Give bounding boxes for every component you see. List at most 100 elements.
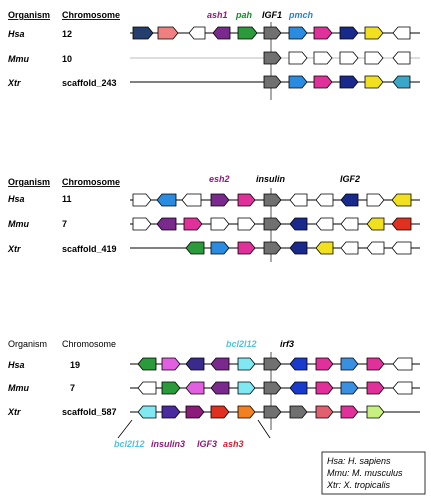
gene-arrow <box>366 357 385 371</box>
gene-arrow <box>237 241 256 255</box>
gene-label-bcl2l12: bcl2l12 <box>226 339 257 349</box>
gene-arrow <box>183 217 203 231</box>
gene-arrow <box>339 51 359 65</box>
chromosome-value: 7 <box>62 219 67 229</box>
gene-arrow <box>212 26 231 40</box>
gene-arrow <box>210 193 230 207</box>
gene-arrow <box>392 381 413 395</box>
chromosome-value: 11 <box>62 194 72 204</box>
gene-label-insulin: insulin <box>256 174 286 184</box>
gene-arrow <box>289 405 308 419</box>
gene-arrow <box>366 241 385 255</box>
gene-arrow <box>289 241 308 255</box>
gene-arrow <box>366 381 385 395</box>
gene-arrow <box>315 405 334 419</box>
species-legend: Hsa: H. sapiens Mmu: M. musculus Xtr: X.… <box>321 451 426 495</box>
gene-arrow <box>132 193 152 207</box>
gene-arrow <box>263 357 282 371</box>
gene-label-esh2: esh2 <box>209 174 230 184</box>
gene-arrow <box>181 193 202 207</box>
gene-arrow <box>315 381 334 395</box>
chromosome-value: scaffold_243 <box>62 78 117 88</box>
bottom-label-insulin3: insulin3 <box>151 439 185 449</box>
gene-label-irf3: irf3 <box>280 339 294 349</box>
gene-arrow <box>366 405 385 419</box>
bracket-line <box>257 419 271 439</box>
chromosome-value: scaffold_419 <box>62 244 117 254</box>
gene-arrow <box>210 405 230 419</box>
chromosome-value: scaffold_587 <box>62 407 117 417</box>
legend-box <box>321 451 426 495</box>
organism-mmu: Mmu <box>8 219 29 229</box>
gene-arrow <box>364 26 384 40</box>
gene-arrow <box>340 405 359 419</box>
gene-arrow <box>289 217 308 231</box>
gene-arrow <box>313 26 333 40</box>
gene-arrow <box>263 51 282 65</box>
organism-xtr: Xtr <box>7 407 21 417</box>
bottom-label-bcl2l12: bcl2l12 <box>114 439 145 449</box>
chromosome-value: 19 <box>70 360 80 370</box>
gene-arrow <box>289 193 308 207</box>
gene-label-pah: pah <box>235 10 253 20</box>
gene-arrow <box>392 26 411 40</box>
organism-mmu: Mmu <box>8 383 29 393</box>
gene-arrow <box>340 217 359 231</box>
gene-arrow <box>132 217 152 231</box>
legend-entry-mmu: Mmu: M. musculus <box>327 468 403 478</box>
gene-arrow <box>185 357 205 371</box>
gene-arrow <box>137 381 157 395</box>
gene-arrow <box>315 357 334 371</box>
bottom-label-ash3: ash3 <box>223 439 244 449</box>
chromosome-header: Chromosome <box>62 339 116 349</box>
organism-mmu: Mmu <box>8 54 29 64</box>
gene-arrow <box>185 405 205 419</box>
gene-arrow <box>313 51 333 65</box>
gene-arrow <box>132 26 154 40</box>
gene-arrow <box>315 217 334 231</box>
bottom-label-igf3: IGF3 <box>197 439 217 449</box>
gene-arrow <box>340 357 359 371</box>
chromosome-header: Chromosome <box>62 10 120 20</box>
gene-arrow <box>313 75 333 89</box>
legend-entry-hsa: Hsa: H. sapiens <box>327 456 391 466</box>
gene-arrow <box>366 217 385 231</box>
gene-arrow <box>210 217 230 231</box>
gene-arrow <box>210 241 230 255</box>
gene-arrow <box>340 241 359 255</box>
gene-arrow <box>288 26 308 40</box>
chromosome-value: 10 <box>62 54 72 64</box>
organism-hsa: Hsa <box>8 194 25 204</box>
gene-label-pmch: pmch <box>288 10 314 20</box>
gene-label-igf2: IGF2 <box>340 174 360 184</box>
gene-arrow <box>263 405 282 419</box>
organism-xtr: Xtr <box>7 78 21 88</box>
gene-arrow <box>137 405 157 419</box>
gene-arrow <box>210 381 230 395</box>
gene-arrow <box>288 75 308 89</box>
gene-arrow <box>263 217 282 231</box>
gene-arrow <box>289 381 308 395</box>
chromosome-value: 12 <box>62 29 72 39</box>
chromosome-header: Chromosome <box>62 177 120 187</box>
panel-igf1: Organism Chromosome ash1 pah IGF1 pmch H… <box>7 10 420 100</box>
organism-hsa: Hsa <box>8 29 25 39</box>
gene-arrow <box>237 405 256 419</box>
gene-arrow <box>157 26 179 40</box>
gene-arrow <box>392 75 411 89</box>
gene-arrow <box>161 381 181 395</box>
gene-arrow <box>315 193 334 207</box>
gene-arrow <box>263 26 282 40</box>
gene-arrow <box>263 381 282 395</box>
organism-header: Organism <box>8 339 47 349</box>
gene-arrow <box>237 217 256 231</box>
gene-arrow <box>391 241 412 255</box>
gene-arrow <box>339 75 359 89</box>
gene-label-ash1: ash1 <box>207 10 228 20</box>
gene-arrow <box>185 241 205 255</box>
gene-arrow <box>289 357 308 371</box>
gene-arrow <box>391 193 412 207</box>
gene-arrow <box>364 51 384 65</box>
gene-arrow <box>364 75 384 89</box>
organism-xtr: Xtr <box>7 244 21 254</box>
